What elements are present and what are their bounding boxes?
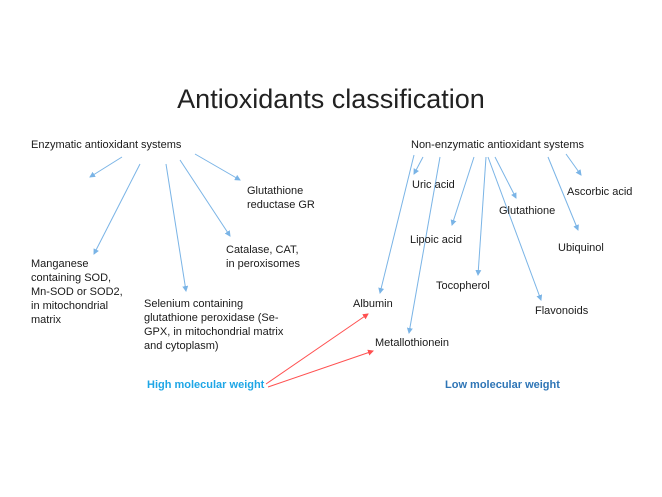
glutathione-reductase-label: Glutathione reductase GR (247, 185, 315, 211)
metallothionein-label: Metallothionein (375, 337, 449, 349)
arrow-nonenz-ubiquinol (547, 156, 579, 231)
albumin-label: Albumin (353, 298, 393, 310)
arrow-nonenz-lipoic (450, 156, 475, 226)
arrow-enz-catalase (179, 159, 231, 237)
ascorbic-acid-label: Ascorbic acid (567, 186, 633, 198)
flavonoids-label: Flavonoids (535, 305, 589, 317)
slide-title: Antioxidants classification (177, 84, 485, 114)
arrow-nonenz-glutathione (494, 156, 517, 199)
arrow-high-mw-metallothionein (267, 349, 374, 388)
manganese-sod-label: Manganese containing SOD, Mn-SOD or SOD2… (31, 258, 123, 326)
arrow-nonenz-albumin (378, 154, 415, 294)
arrow-enz-stub (89, 156, 123, 178)
glutathione-label: Glutathione (499, 205, 556, 217)
arrow-nonenz-tocopherol (475, 156, 487, 276)
ubiquinol-label: Ubiquinol (558, 242, 604, 254)
tocopherol-label: Tocopherol (436, 280, 490, 292)
catalase-label: Catalase, CAT, in peroxisomes (226, 244, 300, 270)
enzymatic-heading: Enzymatic antioxidant systems (31, 139, 182, 151)
low-mw-label: Low molecular weight (445, 379, 560, 391)
arrow-high-mw-albumin (265, 313, 369, 385)
lipoic-acid-label: Lipoic acid (410, 234, 462, 246)
arrow-nonenz-flavonoids (487, 156, 543, 301)
arrow-nonenz-uric-stub (413, 156, 424, 175)
arrow-nonenz-metallothionein (406, 156, 441, 334)
arrow-enz-manganese (93, 163, 141, 255)
arrow-enz-se-gpx (165, 163, 189, 292)
non-enzymatic-heading: Non-enzymatic antioxidant systems (411, 139, 585, 151)
se-gpx-label: Selenium containing glutathione peroxida… (144, 298, 284, 352)
uric-acid-label: Uric acid (412, 179, 455, 191)
arrow-enz-gr (194, 153, 241, 181)
arrow-nonenz-ascorbic (565, 153, 582, 176)
high-mw-label: High molecular weight (147, 379, 265, 391)
